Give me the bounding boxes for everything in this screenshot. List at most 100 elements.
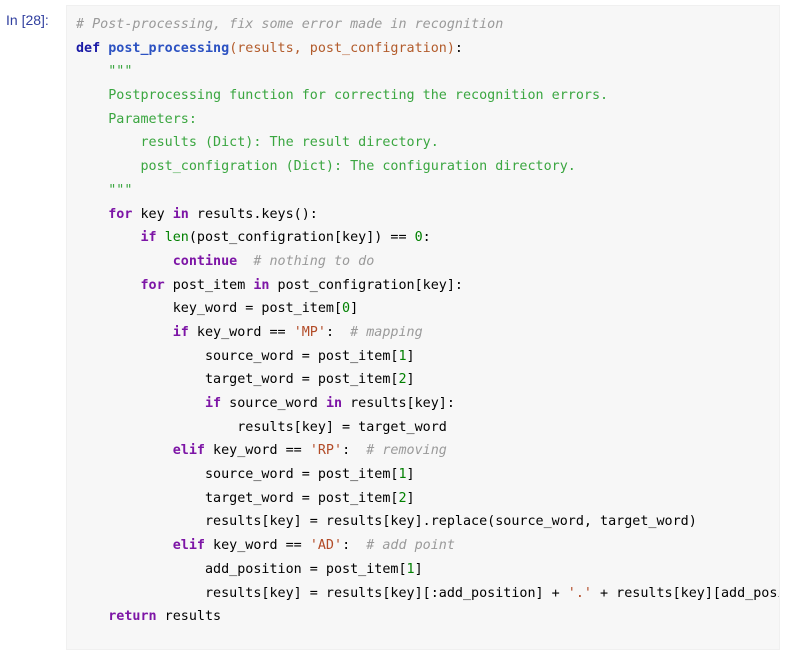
keyword: if <box>172 324 189 340</box>
code-text <box>76 254 173 269</box>
number-literal: 0 <box>414 230 423 246</box>
code-line[interactable]: target_word = post_item[2] <box>76 368 779 392</box>
input-prompt: In [28]: <box>6 12 49 28</box>
keyword: in <box>253 277 270 293</box>
code-text <box>76 609 108 624</box>
code-text: results[key] = target_word <box>76 419 447 435</box>
code-text <box>76 396 205 411</box>
docstring-text: Parameters: <box>108 111 197 127</box>
keyword: elif <box>172 443 205 459</box>
code-text: : <box>325 324 351 340</box>
code-line[interactable]: # Post-processing, fix some error made i… <box>76 13 779 37</box>
code-line[interactable]: return results <box>76 605 779 629</box>
code-text: + results[key][add_posi <box>591 585 780 601</box>
keyword: continue <box>172 253 238 269</box>
code-text <box>76 64 108 79</box>
code-text: ] <box>406 348 415 364</box>
keyword: in <box>172 206 189 222</box>
code-text: ] <box>406 467 415 483</box>
code-line[interactable]: source_word = post_item[1] <box>76 463 779 487</box>
code-comment: # Post-processing, fix some error made i… <box>76 17 504 32</box>
code-text <box>76 207 108 222</box>
code-line[interactable]: results[key] = results[key][:add_positio… <box>76 582 780 606</box>
keyword: if <box>205 396 222 411</box>
keyword: if <box>140 230 157 246</box>
number-literal: 1 <box>398 467 407 483</box>
string-literal: 'RP' <box>309 443 343 459</box>
docstring-text: post_configration (Dict): The configurat… <box>140 159 576 175</box>
code-line[interactable]: elif key_word == 'AD': # add point <box>76 534 779 558</box>
code-comment: # removing <box>366 443 447 459</box>
code-text <box>157 230 165 245</box>
code-text: key_word == <box>205 443 310 459</box>
code-text <box>76 183 108 198</box>
code-text: results <box>156 609 222 625</box>
number-literal: 0 <box>342 301 351 317</box>
code-line[interactable]: if key_word == 'MP': # mapping <box>76 321 779 345</box>
code-line[interactable]: Postprocessing function for correcting t… <box>76 84 779 108</box>
code-text: key_word = post_item[ <box>76 301 343 317</box>
keyword: for <box>140 277 165 293</box>
code-editor[interactable]: # Post-processing, fix some error made i… <box>66 5 780 650</box>
code-comment: # add point <box>366 538 455 554</box>
number-literal: 2 <box>398 372 407 388</box>
code-text: : <box>342 538 367 554</box>
code-text: key <box>132 206 173 222</box>
docstring-text: """ <box>108 182 133 198</box>
keyword: for <box>108 206 133 222</box>
string-literal: 'MP' <box>293 324 326 340</box>
code-text: results[key]: <box>342 396 455 411</box>
code-block[interactable]: # Post-processing, fix some error made i… <box>76 13 780 629</box>
code-line[interactable]: results[key] = results[key].replace(sour… <box>76 510 779 534</box>
code-line[interactable]: key_word = post_item[0] <box>76 297 779 321</box>
code-line[interactable]: def post_processing(results, post_config… <box>76 37 779 61</box>
code-text: post_item <box>164 277 254 293</box>
code-text: add_position = post_item[ <box>76 561 407 577</box>
code-line[interactable]: for key in results.keys(): <box>76 203 779 227</box>
code-text: key_word == <box>205 538 310 554</box>
code-comment: # nothing to do <box>253 253 375 269</box>
code-text: target_word = post_item[ <box>76 490 399 506</box>
function-params: (results, post_configration) <box>229 40 455 56</box>
code-text: ] <box>350 301 359 317</box>
code-line[interactable]: results[key] = target_word <box>76 416 779 440</box>
code-text <box>76 278 141 293</box>
keyword: in <box>325 396 343 411</box>
code-line[interactable]: elif key_word == 'RP': # removing <box>76 439 779 463</box>
code-text <box>76 538 173 553</box>
string-literal: 'AD' <box>309 538 343 554</box>
code-text: : <box>342 443 367 459</box>
code-text <box>76 325 173 340</box>
code-line[interactable]: """ <box>76 60 779 84</box>
keyword: return <box>108 609 157 625</box>
code-text: post_configration[key]: <box>269 277 463 293</box>
code-text: source_word = post_item[ <box>76 348 399 364</box>
code-line[interactable]: if source_word in results[key]: <box>76 392 779 416</box>
code-comment: # mapping <box>350 324 423 340</box>
builtin-name: len <box>164 230 189 246</box>
code-line[interactable]: if len(post_configration[key]) == 0: <box>76 226 779 250</box>
code-line[interactable]: post_configration (Dict): The configurat… <box>76 155 779 179</box>
code-line[interactable]: add_position = post_item[1] <box>76 558 779 582</box>
number-literal: 1 <box>406 561 415 577</box>
keyword-def: def <box>76 40 101 56</box>
docstring-text: """ <box>108 64 133 80</box>
code-line[interactable]: target_word = post_item[2] <box>76 487 779 511</box>
code-text: ] <box>406 490 415 506</box>
code-line[interactable]: continue # nothing to do <box>76 250 779 274</box>
code-text: : <box>454 40 463 56</box>
function-name: post_processing <box>108 40 230 56</box>
code-line[interactable]: Parameters: <box>76 108 779 132</box>
code-line[interactable]: """ <box>76 179 779 203</box>
code-text <box>76 159 141 174</box>
code-line[interactable]: results (Dict): The result directory. <box>76 131 779 155</box>
code-text: ] <box>406 372 415 388</box>
code-line[interactable]: for post_item in post_configration[key]: <box>76 274 779 298</box>
code-text: source_word = post_item[ <box>76 467 399 483</box>
code-line[interactable]: source_word = post_item[1] <box>76 345 779 369</box>
code-text <box>237 254 253 269</box>
code-text: results[key] = results[key][:add_positio… <box>76 585 568 601</box>
docstring-text: results (Dict): The result directory. <box>140 135 439 151</box>
code-text: (post_configration[key]) == <box>188 230 415 246</box>
